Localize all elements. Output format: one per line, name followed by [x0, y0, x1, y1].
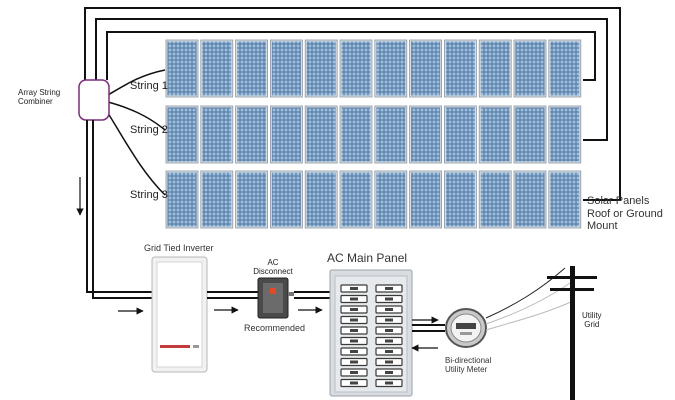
solar-panel-cells	[515, 41, 545, 96]
solar-panel-cells	[480, 172, 510, 227]
inverter-label: Grid Tied Inverter	[144, 243, 214, 253]
string-return-wires	[84, 7, 621, 201]
panel-to-meter-wires	[412, 324, 445, 332]
breaker-toggle	[385, 329, 393, 332]
bi-directional-utility-meter	[445, 308, 487, 348]
ac-disconnect-label-line1: AC	[267, 258, 279, 267]
solar-panel-cells	[480, 107, 510, 162]
breaker-toggle	[350, 360, 358, 364]
solar-panel-cells	[237, 41, 267, 96]
solar-panel-cells	[445, 107, 475, 162]
solar-panel-cells	[306, 172, 336, 227]
utility-grid-label: Utility Grid	[582, 311, 602, 329]
solar-panel-cells	[411, 41, 441, 96]
solar-panels-label-line2: Roof or Ground	[587, 207, 663, 220]
utility-pole	[547, 266, 597, 400]
solar-panels-label-line3: Mount	[587, 220, 618, 233]
breaker-toggle	[350, 339, 358, 343]
solar-panel-cells	[445, 172, 475, 227]
grid-tied-inverter	[151, 256, 208, 373]
breaker-toggle	[350, 350, 358, 353]
solar-panel-cells	[271, 41, 301, 96]
breaker-toggle	[350, 371, 358, 374]
breaker-toggle	[385, 287, 393, 290]
recommended-label: Recommended	[244, 323, 306, 333]
breaker-toggle	[350, 287, 358, 290]
solar-panel-cells	[341, 107, 371, 162]
solar-panel-cells	[306, 41, 336, 96]
meter-label-line2: Utility Meter	[445, 365, 488, 375]
solar-panel-cells	[411, 107, 441, 162]
solar-panel-cells	[167, 172, 197, 227]
solar-panel-cells	[271, 107, 301, 162]
string-2-label: String 2	[130, 124, 168, 136]
breaker-toggle	[350, 297, 358, 301]
array-string-combiner	[78, 79, 110, 121]
solar-panel-cells	[515, 107, 545, 162]
panel-row-string-3	[165, 170, 582, 229]
ac-main-panel	[329, 269, 413, 397]
string-1-label: String 1	[130, 80, 168, 92]
ac-disconnect-label-line2: Disconnect	[253, 267, 293, 277]
solar-panel-cells	[167, 107, 197, 162]
string-feed-wires	[105, 69, 166, 196]
breaker-toggle	[350, 381, 358, 385]
breaker-toggle	[385, 318, 393, 322]
breaker-toggle	[385, 371, 393, 374]
meter-label: Bi-directional Utility Meter	[445, 356, 491, 374]
ac-disconnect-label: AC Disconnect	[251, 258, 295, 276]
breaker-toggle	[385, 381, 393, 385]
solar-panel-cells	[550, 41, 580, 96]
combiner-label: Array String Combiner	[18, 88, 60, 106]
combiner-label-line2: Combiner	[18, 97, 53, 107]
breaker-toggle	[385, 360, 393, 364]
breaker-toggle	[385, 297, 393, 301]
dc-wires	[86, 120, 152, 299]
solar-panel-cells	[376, 172, 406, 227]
service-drop-lines	[485, 267, 576, 331]
solar-panel-cells	[202, 172, 232, 227]
solar-panels-label: Solar Panels Roof or Ground Mount	[587, 195, 667, 233]
disconnect-to-panel-wires	[294, 291, 330, 299]
solar-panel-cells	[167, 41, 197, 96]
solar-panel-cells	[271, 172, 301, 227]
solar-panel-cells	[411, 172, 441, 227]
breaker-toggle	[385, 308, 393, 311]
solar-panel-cells	[515, 172, 545, 227]
breaker-toggle	[385, 339, 393, 343]
solar-panel-cells	[202, 41, 232, 96]
solar-panel-cells	[480, 41, 510, 96]
solar-panels-label-line1: Solar Panels	[587, 195, 650, 207]
breaker-toggle	[385, 350, 393, 353]
solar-panel-cells	[202, 107, 232, 162]
solar-panel-cells	[237, 172, 267, 227]
inverter-to-disconnect-wires	[207, 291, 258, 299]
utility-grid-label-line2: Grid	[584, 320, 600, 330]
meter-label-line1: Bi-directional	[445, 356, 492, 365]
panel-row-string-1	[165, 39, 582, 98]
solar-panel-cells	[341, 172, 371, 227]
solar-panel-cells	[550, 172, 580, 227]
string-3-label: String 3	[130, 189, 168, 201]
solar-panel-cells	[376, 107, 406, 162]
solar-panel-cells	[445, 41, 475, 96]
solar-panel-cells	[376, 41, 406, 96]
solar-panel-cells	[341, 41, 371, 96]
ac-disconnect-box	[257, 277, 294, 319]
breaker-toggle	[350, 329, 358, 332]
combiner-label-line1: Array String	[18, 88, 61, 97]
solar-panel-array	[165, 39, 582, 229]
breaker-toggle	[350, 308, 358, 311]
solar-panel-cells	[306, 107, 336, 162]
panel-row-string-2	[165, 105, 582, 164]
breaker-toggle	[350, 318, 358, 322]
solar-panel-cells	[237, 107, 267, 162]
utility-grid-label-line1: Utility	[582, 311, 602, 320]
ac-main-panel-label: AC Main Panel	[327, 251, 408, 265]
solar-panel-cells	[550, 107, 580, 162]
